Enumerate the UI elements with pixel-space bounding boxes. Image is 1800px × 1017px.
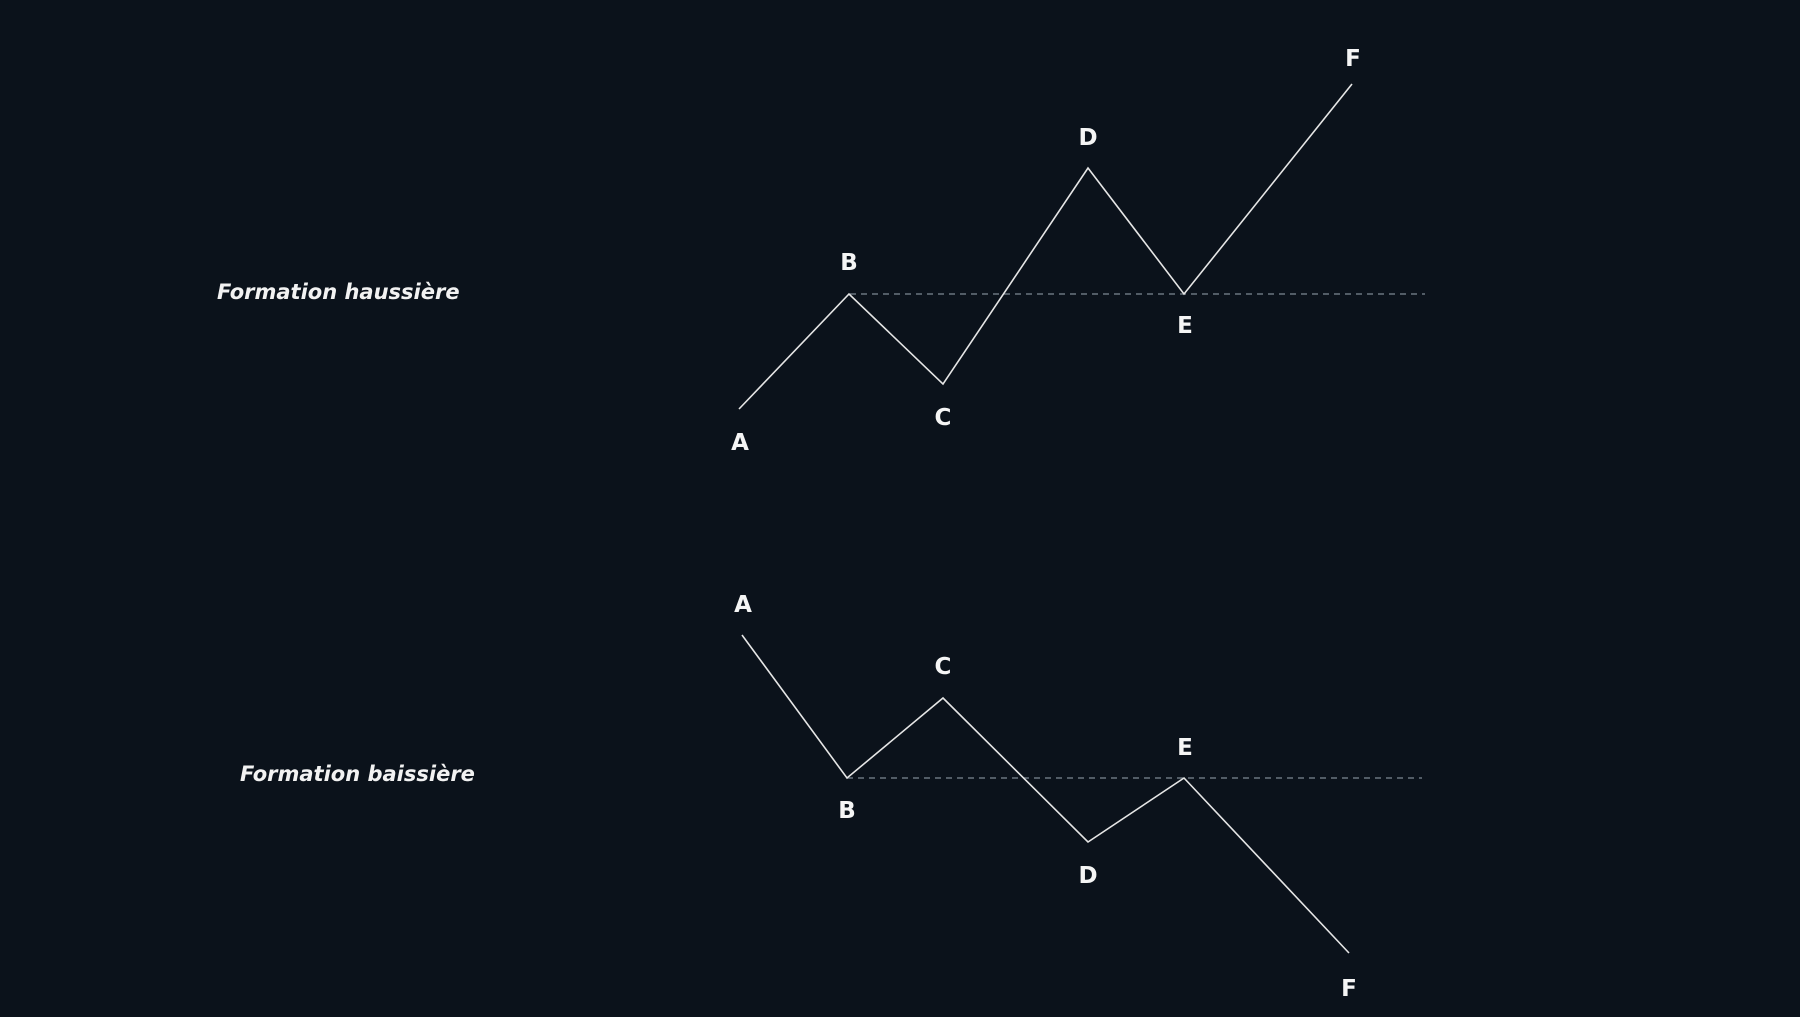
bullish-formation: A B C D E F [731,46,1425,456]
bearish-point-f-label: F [1341,976,1357,1002]
bearish-formation-title: Formation baissière [240,762,475,786]
bullish-formation-title: Formation haussière [217,280,460,304]
bullish-point-f-label: F [1345,46,1361,72]
bullish-point-d-label: D [1078,125,1097,151]
bearish-point-a-label: A [734,592,752,618]
bearish-point-c-label: C [935,654,952,680]
bearish-point-e-label: E [1177,735,1193,761]
bullish-point-a-label: A [731,430,749,456]
bearish-point-b-label: B [838,798,856,824]
bullish-point-b-label: B [840,250,858,276]
bearish-formation: A B C D E F [734,592,1422,1002]
bearish-wave-line [741,634,1350,954]
bearish-point-d-label: D [1078,863,1097,889]
bullish-point-e-label: E [1177,313,1193,339]
bullish-wave-line [738,83,1353,410]
bullish-point-c-label: C [935,405,952,431]
